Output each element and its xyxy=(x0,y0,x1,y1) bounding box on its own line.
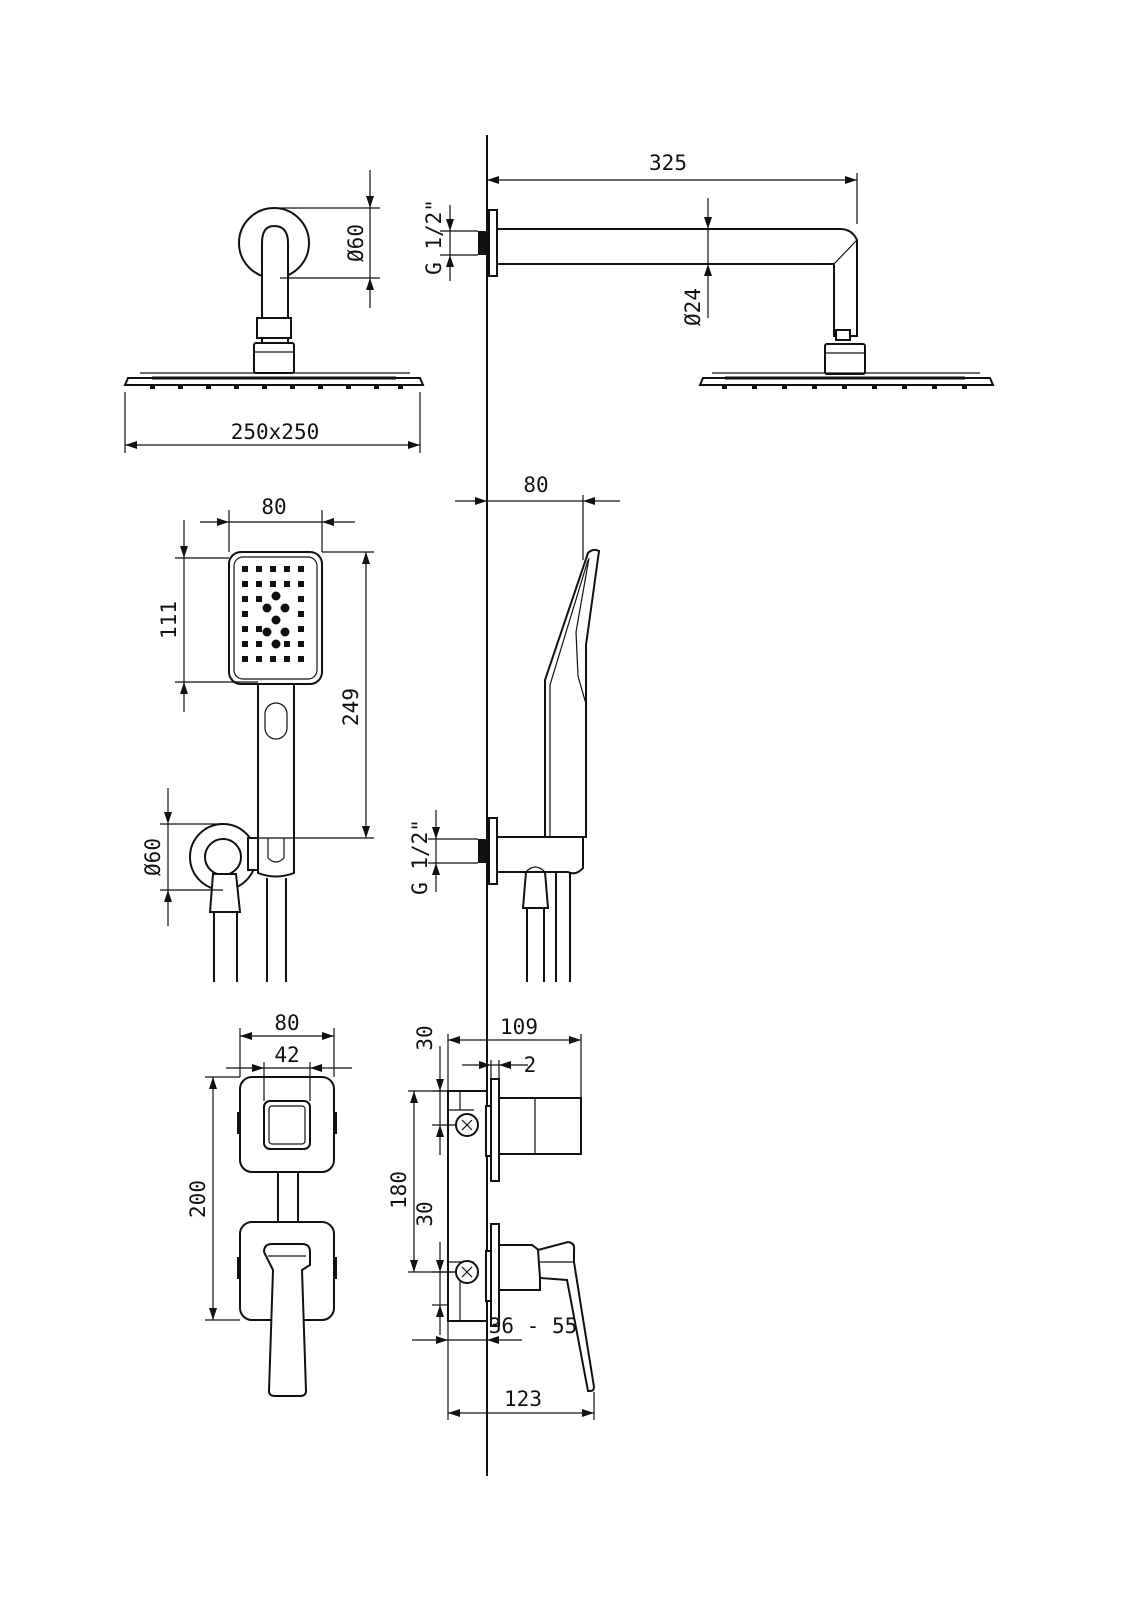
dim-arm-diameter: Ø24 xyxy=(681,288,705,326)
dim-mixer-axis-spacing: 180 xyxy=(387,1171,411,1209)
dim-mixer-wall-range: 36 - 55 xyxy=(489,1314,578,1338)
dim-hand-total-length: 249 xyxy=(339,688,363,726)
dim-hand-depth-side: 80 xyxy=(523,473,548,497)
shower-arm-side-view xyxy=(440,173,995,389)
dim-mixer-plate-gap: 2 xyxy=(524,1053,537,1077)
dim-mixer-offset-top: 30 xyxy=(413,1025,437,1050)
hand-shower-front-view xyxy=(160,510,374,982)
mixer-side-view xyxy=(408,1034,596,1420)
dim-mixer-knob-width: 42 xyxy=(274,1043,299,1067)
dim-arm-length: 325 xyxy=(649,151,687,175)
dim-hand-outlet-thread: G 1/2" xyxy=(408,819,432,895)
dim-mixer-total-height: 200 xyxy=(186,1180,210,1218)
hand-shower-side-view xyxy=(428,495,620,982)
dim-hand-head-length: 111 xyxy=(157,601,181,639)
mixer-front-view xyxy=(205,1028,352,1397)
dim-mixer-plate-width: 80 xyxy=(274,1011,299,1035)
dim-hand-holder-diameter: Ø60 xyxy=(141,838,165,876)
dim-overhead-flange-diameter: Ø60 xyxy=(344,224,368,262)
dim-hand-width-front: 80 xyxy=(261,495,286,519)
overhead-shower-front-view xyxy=(123,170,425,453)
dim-arm-thread: G 1/2" xyxy=(422,199,446,275)
dim-mixer-offset-bottom: 30 xyxy=(413,1201,437,1226)
dim-mixer-depth-lower: 123 xyxy=(504,1387,542,1411)
dim-overhead-head-size: 250x250 xyxy=(231,420,320,444)
dim-mixer-depth-upper: 109 xyxy=(500,1015,538,1039)
